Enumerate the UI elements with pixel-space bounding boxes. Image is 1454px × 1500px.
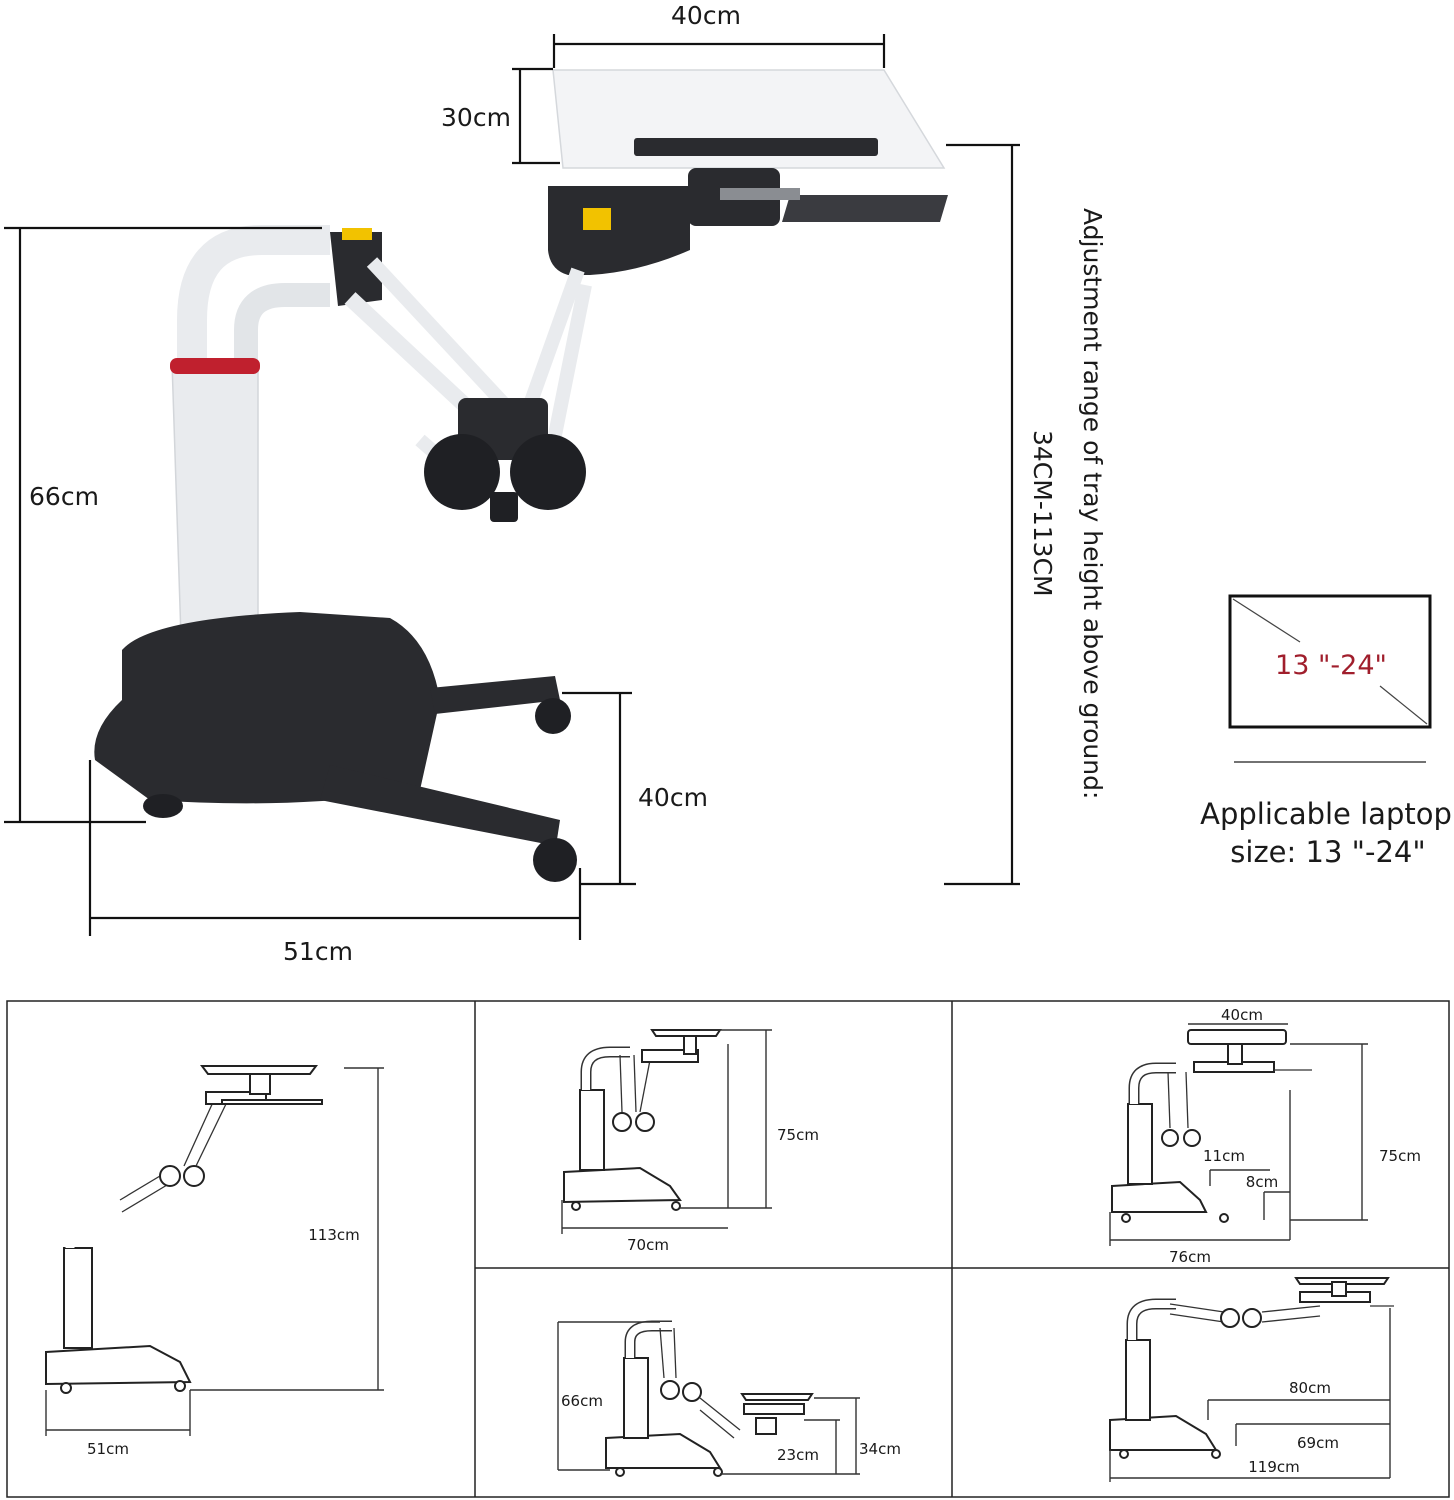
elbow-knob-right [510,434,586,510]
base-height-label: 40cm [638,783,708,812]
arm-link-d [521,267,585,413]
arm-joint-upper [330,232,382,306]
p2-column [579,1089,605,1171]
panel-full-reach [1109,1277,1394,1482]
p4-column-label: 66cm [561,1392,603,1410]
p5-width-label: 119cm [1248,1458,1300,1476]
column-height-label: 66cm [29,482,99,511]
laptop-caption-line2: size: 13 "-24" [1230,835,1425,869]
panel-offsets [1109,1023,1368,1246]
p2-width-label: 70cm [627,1236,669,1254]
elbow-handle [490,492,518,522]
base-leg-rear [430,676,560,714]
arm-sticker [342,228,372,240]
p3-width-label: 76cm [1169,1248,1211,1266]
laptop-size-range: 13 "-24" [1275,650,1387,681]
hero-dimensions [4,34,1020,940]
p3-column [1127,1103,1153,1185]
p4-height-label: 34cm [859,1440,901,1458]
laptop-caption-line1: Applicable laptop [1200,797,1452,831]
adjustment-range-title: Adjustment range of tray height above gr… [1078,208,1107,799]
adjustment-range-value: 34CM-113CM [1028,430,1057,597]
p1-column [63,1247,93,1349]
p2-tray [650,1029,722,1037]
tray-depth-label: 30cm [441,103,511,132]
p3-gap-label: 8cm [1246,1173,1278,1191]
panel-lowest [557,1320,860,1477]
p5-reach1-label: 80cm [1289,1379,1331,1397]
arm-link-b [366,257,511,410]
base-width-label: 51cm [283,937,353,966]
warning-sticker [583,208,611,230]
caster-rear [535,698,571,734]
p1-tray [200,1065,318,1075]
p3-offset-label: 11cm [1203,1147,1245,1165]
p3-tray-label: 40cm [1221,1006,1263,1024]
panel-folded [561,1029,772,1234]
panel-max-height [45,1065,384,1436]
tray-width-label: 40cm [671,1,741,30]
p2-height-label: 75cm [777,1126,819,1144]
tray-bracket [634,138,878,156]
mouse-tray [782,195,948,222]
diagonal-line-b [1379,685,1428,725]
p3-height-label: 75cm [1379,1147,1421,1165]
p4-column [623,1357,649,1439]
tray-rod [720,188,800,200]
product-illustration [94,69,948,882]
base-leg-front [320,765,560,846]
elbow-knob-left [424,434,500,510]
diagonal-line-a [1232,598,1301,643]
p5-reach2-label: 69cm [1297,1434,1339,1452]
gooseneck-tube-a [177,225,330,362]
p5-base [1109,1414,1218,1451]
p3-base [1111,1180,1208,1213]
caster-front [533,838,577,882]
p3-tray [1187,1029,1287,1045]
caster-back [143,794,183,818]
column-collar [170,358,260,374]
base-housing [94,612,440,804]
p4-base [605,1432,722,1469]
laptop-size-box: 13 "-24" Applicable laptop size: 13 "-24… [1200,594,1452,869]
arm-link-a [344,292,476,416]
p1-width-label: 51cm [87,1440,129,1458]
gooseneck-tube-b [234,283,330,362]
tray-head [548,186,690,275]
configuration-grid [6,1000,1450,1498]
laptop-screen-outline [1228,594,1432,729]
p5-column [1125,1339,1151,1421]
p1-height-label: 113cm [308,1226,360,1244]
p1-base [45,1344,192,1386]
p4-tray [740,1393,814,1401]
p4-low-label: 23cm [777,1446,819,1464]
p2-base [563,1166,682,1204]
